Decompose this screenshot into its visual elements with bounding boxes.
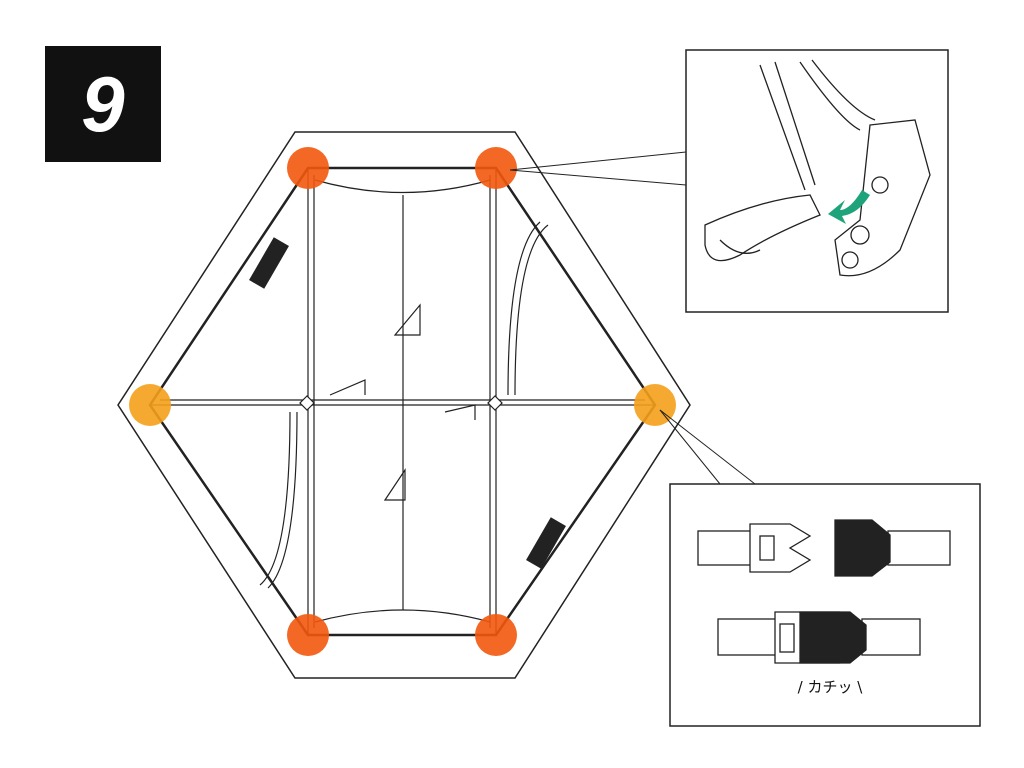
hand-icon xyxy=(704,59,931,277)
brand-tag xyxy=(526,517,566,569)
outer-hexagon xyxy=(117,131,691,679)
click-sound-label: / カチッ \ xyxy=(797,678,863,696)
detail-inset-hand xyxy=(685,49,949,313)
buckle-open-icon xyxy=(697,519,951,577)
brand-tag xyxy=(249,237,289,289)
step-number: 9 xyxy=(45,46,161,162)
sound-text: カチッ xyxy=(807,678,853,696)
arrow-icon xyxy=(828,190,870,224)
corner-markers xyxy=(129,147,676,656)
callout-lines xyxy=(509,151,756,485)
detail-inset-buckle xyxy=(669,483,981,727)
frame-lines xyxy=(150,168,655,635)
buckle-closed-icon xyxy=(717,611,921,664)
